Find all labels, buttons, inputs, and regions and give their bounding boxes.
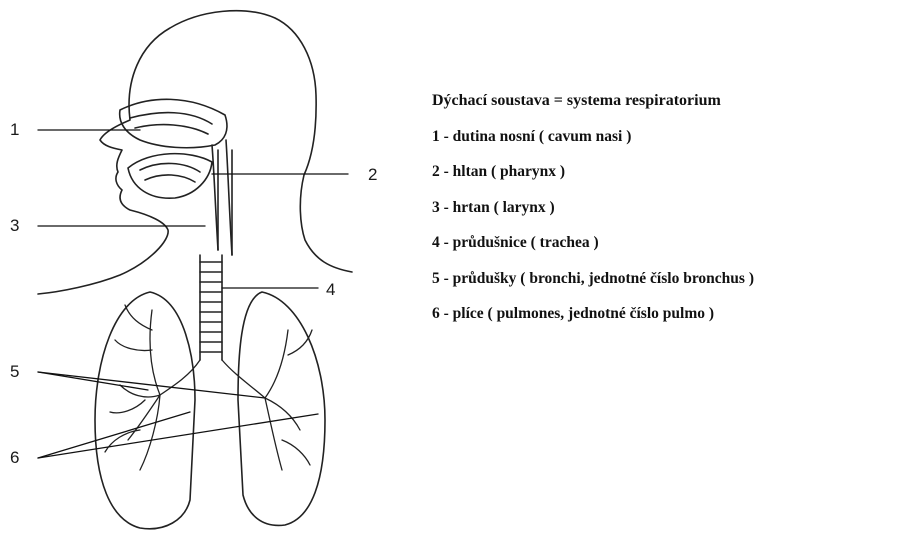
leader-5b — [38, 372, 265, 398]
legend-title: Dýchací soustava = systema respiratorium — [432, 90, 902, 126]
legend-item: 4 - průdušnice ( trachea ) — [432, 232, 902, 268]
leader-6a — [38, 412, 190, 458]
legend-item: 6 - plíce ( pulmones, jednotné číslo pul… — [432, 303, 902, 339]
legend-item: 3 - hrtan ( larynx ) — [432, 197, 902, 233]
label-5: 5 — [10, 362, 19, 382]
leader-5a — [38, 372, 148, 390]
legend-item: 2 - hltan ( pharynx ) — [432, 161, 902, 197]
label-6: 6 — [10, 448, 19, 468]
left-lung — [95, 292, 195, 529]
oral-cavity — [128, 154, 212, 199]
label-3: 3 — [10, 216, 19, 236]
body-outline — [38, 11, 352, 294]
pharynx — [212, 140, 232, 255]
legend-item: 1 - dutina nosní ( cavum nasi ) — [432, 126, 902, 162]
legend: Dýchací soustava = systema respiratorium… — [432, 90, 902, 339]
leader-6b — [38, 414, 318, 458]
trachea — [200, 255, 222, 360]
label-2: 2 — [368, 165, 377, 185]
label-4: 4 — [326, 280, 335, 300]
label-1: 1 — [10, 120, 19, 140]
leader-lines — [38, 130, 348, 458]
legend-item: 5 - průdušky ( bronchi, jednotné číslo b… — [432, 268, 902, 304]
